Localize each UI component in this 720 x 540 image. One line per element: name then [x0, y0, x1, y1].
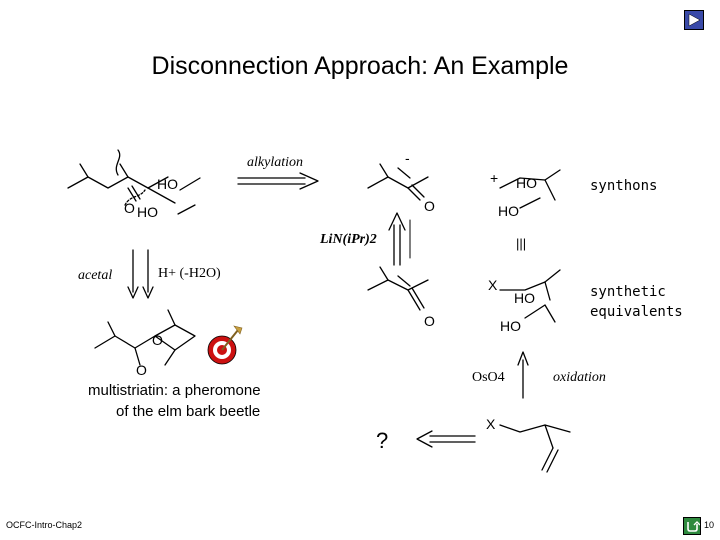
atom-o: O — [152, 332, 163, 348]
atom-x: X — [488, 277, 498, 293]
slide-title: Disconnection Approach: An Example — [151, 52, 569, 80]
atom-ho: HO — [516, 175, 537, 191]
ketone-synthon — [367, 163, 429, 201]
bullseye-dart-icon — [207, 325, 243, 365]
page-number: 10 — [704, 520, 715, 530]
ketone-equivalent — [367, 266, 429, 311]
halo-diol-equivalent — [499, 269, 561, 323]
acetal-arrows — [127, 249, 154, 299]
atom-o: O — [136, 362, 147, 378]
next-slide-button[interactable] — [684, 10, 704, 30]
disconnection-arrow — [237, 172, 319, 190]
oxidation-label: oxidation — [553, 370, 606, 385]
play-triangle-icon — [688, 13, 701, 27]
oxidation-arrow — [517, 351, 529, 399]
return-arrow-icon — [687, 521, 700, 532]
atom-ho: HO — [500, 318, 521, 334]
question-mark: ? — [376, 428, 389, 453]
synthetic-equivalents-label-1: synthetic — [590, 284, 666, 300]
oso4-label: OsO4 — [472, 370, 505, 385]
alkylation-label: alkylation — [247, 155, 303, 170]
atom-ho: HO — [498, 203, 519, 219]
acetal-label: acetal — [78, 268, 113, 283]
acid-reagent-label: H+ (-H2O) — [158, 266, 221, 281]
atom-o: O — [424, 198, 435, 214]
synthetic-equivalents-label-2: equivalents — [590, 304, 683, 320]
acetal-molecule — [94, 309, 196, 366]
lda-arrow — [388, 212, 406, 266]
atom-o: O — [124, 200, 135, 216]
synthons-label: synthons — [590, 178, 658, 194]
lda-reagent-label: LiN(iPr)2 — [320, 232, 377, 247]
atom-o: O — [424, 313, 435, 329]
equivalence-mark: ||| — [516, 236, 527, 251]
question-arrow — [416, 430, 476, 448]
alkene-precursor — [499, 424, 571, 473]
caption-line-2: of the elm bark beetle — [116, 403, 261, 420]
minus-charge: - — [405, 150, 410, 166]
footer-course-label: OCFC-Intro-Chap2 — [6, 520, 83, 530]
caption-line-1: multistriatin: a pheromone — [88, 382, 261, 399]
atom-ho: HO — [137, 204, 158, 220]
target-molecule — [67, 149, 201, 215]
atom-ho: HO — [514, 290, 535, 306]
diol-synthon — [499, 169, 561, 209]
atom-ho: HO — [157, 176, 178, 192]
plus-charge: + — [490, 170, 499, 186]
atom-x: X — [486, 416, 496, 432]
home-button[interactable] — [683, 517, 701, 535]
